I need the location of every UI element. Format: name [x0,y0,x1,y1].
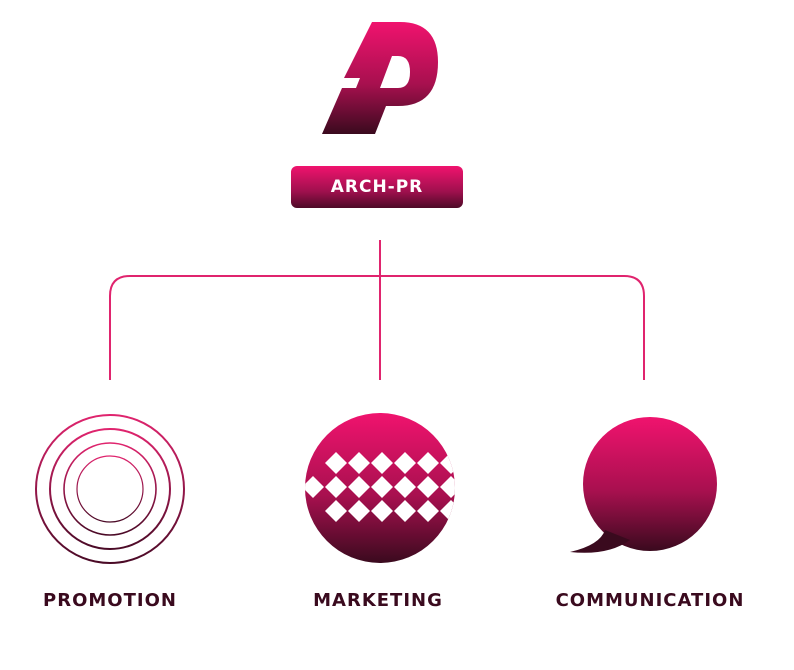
logo-icon [322,22,438,134]
diamond-shape [348,452,370,474]
diamond-shape [394,452,416,474]
diamond-shape [394,500,416,522]
diamond-shape [440,500,455,522]
diamond-shape [463,500,485,522]
brand-badge: ARCH-PR [291,166,463,208]
diamond-shape [348,476,370,498]
diamond-shape [325,476,347,498]
speech-bubble-icon [570,417,717,553]
diamond-shape [305,476,324,498]
label-marketing: MARKETING [313,590,443,611]
diamond-shape [348,500,370,522]
diamond-shape [417,476,439,498]
brand-name: ARCH-PR [330,177,424,197]
diamond-shape [463,476,485,498]
diamond-shape [394,476,416,498]
diamond-shape [440,476,455,498]
diamond-shape [371,476,393,498]
connector-lines [109,240,645,380]
diamond-shape [371,500,393,522]
diamond-shape [417,500,439,522]
diamond-shape [325,500,347,522]
concentric-circles-icon [35,414,185,564]
diamond-shape [371,452,393,474]
label-communication: COMMUNICATION [555,590,745,611]
diamond-shape [417,452,439,474]
diamond-pattern-circle-icon [305,413,485,563]
diamond-shape [325,452,347,474]
label-promotion: PROMOTION [43,590,177,611]
connector-branches [109,275,645,380]
